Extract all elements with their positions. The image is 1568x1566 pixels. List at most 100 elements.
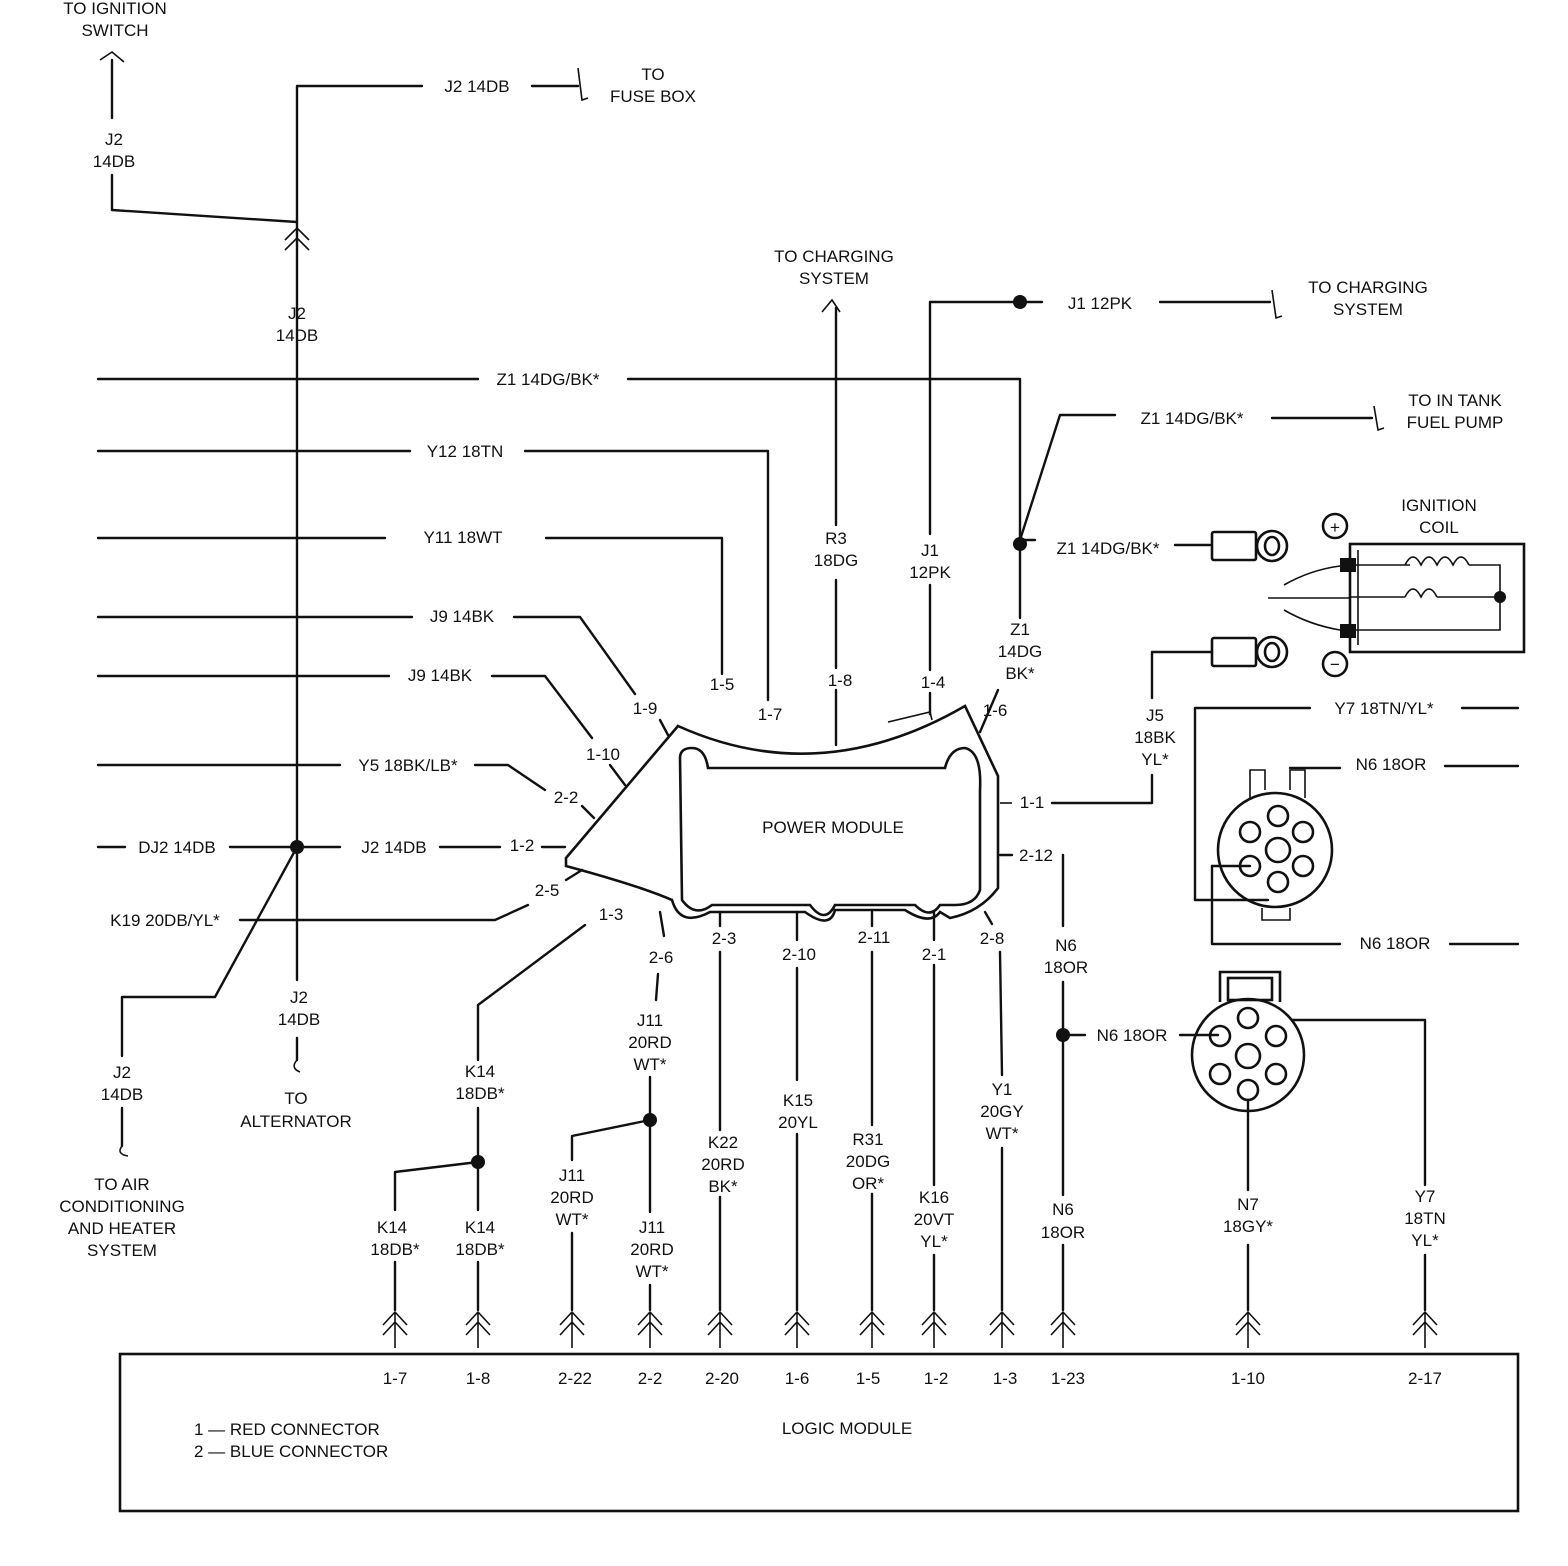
wire-label-k22-2: 20RD bbox=[701, 1155, 744, 1174]
wire-label-n7-2: 18GY* bbox=[1223, 1217, 1273, 1236]
pm-pin-1-6: 1-6 bbox=[983, 701, 1008, 720]
pm-pin-1-8: 1-8 bbox=[828, 671, 853, 690]
splice-j2 bbox=[290, 840, 304, 854]
pm-pin-1-10: 1-10 bbox=[586, 745, 620, 764]
wire-label-y7-bot-1: Y7 bbox=[1415, 1187, 1436, 1206]
wire-label-j1-1: J1 bbox=[921, 541, 939, 560]
lm-pin-1-5: 1-5 bbox=[856, 1369, 881, 1388]
lm-pin-1-3: 1-3 bbox=[993, 1369, 1018, 1388]
lm-pin-1-23: 1-23 bbox=[1051, 1369, 1085, 1388]
offpage-fuel-pump-1: TO IN TANK bbox=[1408, 391, 1502, 410]
wire-label-j2-ac-2: 14DB bbox=[101, 1085, 144, 1104]
offpage-air-cond-3: AND HEATER bbox=[68, 1219, 176, 1238]
distributor-connector-upper bbox=[1216, 769, 1334, 921]
wire-label-j2-pm: J2 14DB bbox=[361, 838, 426, 857]
wire-label-z1-pump: Z1 14DG/BK* bbox=[1141, 409, 1244, 428]
wire-label-j5-3: YL* bbox=[1141, 750, 1169, 769]
power-module: POWER MODULE bbox=[564, 704, 1000, 922]
offpage-air-cond-1: TO AIR bbox=[94, 1175, 149, 1194]
splice-k14 bbox=[471, 1155, 485, 1169]
wire-label-j11-r-2: 20RD bbox=[630, 1240, 673, 1259]
wire-label-j11-l-2: 20RD bbox=[550, 1188, 593, 1207]
wire-label-n6-low-2: 18OR bbox=[1041, 1223, 1085, 1242]
wire-y7-top bbox=[1193, 706, 1312, 902]
ignition-coil bbox=[1268, 542, 1526, 654]
pm-pin-2-8: 2-8 bbox=[980, 929, 1005, 948]
wire-label-k16-2: 20VT bbox=[914, 1210, 955, 1229]
wire-label-r31-2: 20DG bbox=[846, 1152, 890, 1171]
wire-label-z1-16-2: 14DG bbox=[998, 642, 1042, 661]
wire-label-j5-2: 18BK bbox=[1134, 728, 1176, 747]
ignition-coil-label-2: COIL bbox=[1419, 518, 1459, 537]
wire-j5 bbox=[1150, 650, 1214, 700]
wire-label-k16-3: YL* bbox=[920, 1232, 948, 1251]
wire-label-j11-l-1: J11 bbox=[559, 1166, 585, 1185]
coil-minus-label: − bbox=[1330, 655, 1340, 674]
wire-label-z1-coil: Z1 14DG/BK* bbox=[1057, 539, 1160, 558]
offpage-alternator-1: TO bbox=[284, 1089, 307, 1108]
wire-label-j11-r-1: J11 bbox=[639, 1218, 665, 1237]
wire-y1 bbox=[983, 910, 994, 926]
pm-pin-2-12: 2-12 bbox=[1019, 846, 1053, 865]
wire-y7-bot bbox=[1290, 1018, 1427, 1187]
wire-label-n6-top: N6 18OR bbox=[1356, 755, 1427, 774]
wire-label-j11-top-2: 20RD bbox=[628, 1033, 671, 1052]
wire-label-j9-b: J9 14BK bbox=[408, 666, 473, 685]
wire-label-j5-1: J5 bbox=[1146, 706, 1164, 725]
wire-label-n6-212-1: N6 bbox=[1055, 936, 1077, 955]
pm-pin-1-9: 1-9 bbox=[633, 699, 658, 718]
wire-j2-ac bbox=[120, 845, 299, 1058]
pm-pin-2-10: 2-10 bbox=[782, 945, 816, 964]
wire-label-j2-mid-2: 14DB bbox=[276, 326, 319, 345]
wire-label-y7-top: Y7 18TN/YL* bbox=[1334, 699, 1434, 718]
pm-pin-2-5: 2-5 bbox=[535, 881, 560, 900]
wire-label-k15-2: 20YL bbox=[778, 1113, 818, 1132]
wire-label-j11-r-3: WT* bbox=[635, 1262, 668, 1281]
wire-label-k16-1: K16 bbox=[919, 1188, 949, 1207]
coil-connector-negative bbox=[1210, 635, 1289, 669]
logic-module-label: LOGIC MODULE bbox=[782, 1419, 912, 1438]
wire-label-y5: Y5 18BK/LB* bbox=[358, 756, 458, 775]
offpage-charging-top-2: SYSTEM bbox=[799, 269, 869, 288]
wire-label-n6-low-1: N6 bbox=[1052, 1200, 1074, 1219]
wire-label-y7-bot-2: 18TN bbox=[1404, 1209, 1446, 1228]
pm-pin-2-1: 2-1 bbox=[922, 945, 947, 964]
logic-connector-chevrons bbox=[382, 1310, 1438, 1348]
offpage-charging-right-2: SYSTEM bbox=[1333, 300, 1403, 319]
coil-plus-label: + bbox=[1330, 518, 1340, 537]
pm-pin-2-2: 2-2 bbox=[554, 788, 579, 807]
wire-label-j9-a: J9 14BK bbox=[430, 607, 495, 626]
offpage-air-cond-4: SYSTEM bbox=[87, 1241, 157, 1260]
power-module-label: POWER MODULE bbox=[762, 818, 904, 837]
wire-label-y12: Y12 18TN bbox=[427, 442, 504, 461]
wire-label-y7-bot-3: YL* bbox=[1411, 1231, 1439, 1250]
wire-label-j2-left-1: J2 bbox=[105, 130, 123, 149]
wire-label-k14-top-1: K14 bbox=[465, 1062, 495, 1081]
ignition-coil-label-1: IGNITION bbox=[1401, 496, 1477, 515]
lm-pin-1-7: 1-7 bbox=[383, 1369, 408, 1388]
wire-n6-bot bbox=[1210, 864, 1342, 946]
offpage-fuse-box-2: FUSE BOX bbox=[610, 87, 696, 106]
wire-label-j2-fuse: J2 14DB bbox=[444, 77, 509, 96]
offpage-ignition-switch-1: TO IGNITION bbox=[63, 0, 167, 18]
wire-label-n6-mid: N6 18OR bbox=[1097, 1026, 1168, 1045]
pm-pin-1-1: 1-1 bbox=[1020, 793, 1045, 812]
wire-label-k15-1: K15 bbox=[783, 1091, 813, 1110]
wire-label-r31-3: OR* bbox=[852, 1174, 885, 1193]
wire-label-j2-alt-1: J2 bbox=[290, 988, 308, 1007]
wire-label-j11-top-3: WT* bbox=[633, 1055, 666, 1074]
wire-label-y1-3: WT* bbox=[985, 1124, 1018, 1143]
wire-label-j2-ac-1: J2 bbox=[113, 1063, 131, 1082]
wire-label-j1-2: 12PK bbox=[909, 563, 951, 582]
pm-pin-2-3: 2-3 bbox=[712, 929, 737, 948]
splice-j11 bbox=[643, 1113, 657, 1127]
wire-k14 bbox=[476, 923, 587, 1062]
wire-label-j2-mid-1: J2 bbox=[288, 304, 306, 323]
lm-pin-1-10: 1-10 bbox=[1231, 1369, 1265, 1388]
offpage-fuel-pump-2: FUEL PUMP bbox=[1407, 413, 1504, 432]
pm-pin-1-2: 1-2 bbox=[510, 836, 535, 855]
wire-label-y11: Y11 18WT bbox=[423, 528, 502, 547]
offpage-alternator-2: ALTERNATOR bbox=[240, 1112, 351, 1131]
pm-pin-1-3: 1-3 bbox=[599, 905, 624, 924]
